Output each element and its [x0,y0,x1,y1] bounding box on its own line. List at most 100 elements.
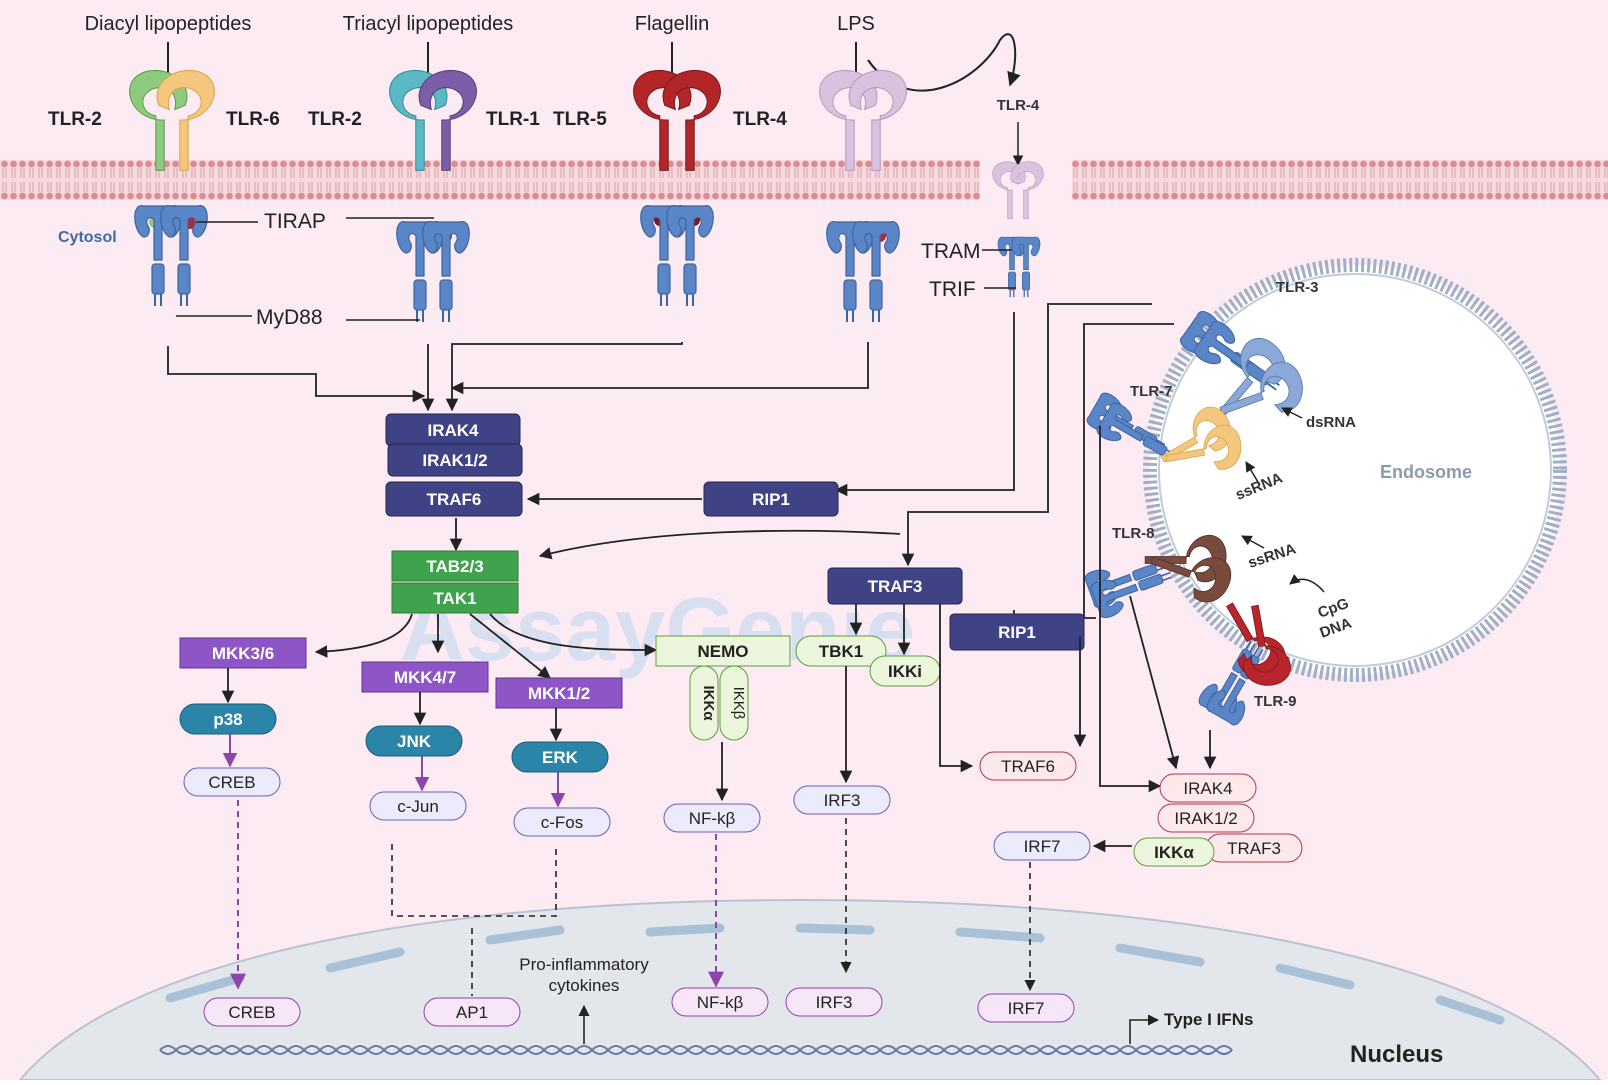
label-tlr4: TLR-4 [733,109,787,130]
traf3-branch-arrows [849,604,1087,773]
nuclear-irf7: IRF7 [977,993,1075,1023]
label-endosome: Endosome [1380,462,1472,482]
label-tlr8: TLR-8 [1112,525,1155,542]
svg-text:TRAF6: TRAF6 [1001,757,1055,776]
svg-text:RIP1: RIP1 [998,623,1036,642]
box-tak1: TAK1 [391,582,519,614]
svg-text:IRAK1/2: IRAK1/2 [422,451,487,470]
pill-irf3: IRF3 [793,785,891,815]
pill-ikka-right: IKKα [1133,837,1215,867]
label-type1-ifns: Type I IFNs [1164,1010,1253,1029]
pill-cfos: c-Fos [513,807,611,837]
ifn-arrow [1129,1014,1160,1044]
svg-text:ERK: ERK [542,748,579,767]
svg-text:IRF7: IRF7 [1024,837,1061,856]
nuclear-ap1: AP1 [423,997,521,1027]
trif-pathway-lines [538,303,1217,793]
purple-dashed-translocation [230,800,724,990]
pill-irak12-right: IRAK1/2 [1157,803,1255,833]
mkk-to-kinase-arrows [221,668,563,742]
plasma-membrane-left [0,160,980,200]
nuclear-pore-segments [165,923,1505,1025]
pill-traf3-right: TRAF3 [1205,833,1303,863]
svg-text:IKKβ: IKKβ [730,687,747,720]
kinase-to-tf-arrows [222,734,566,808]
label-cytosol: Cytosol [58,229,117,246]
tlr4-dimer [819,69,907,323]
box-irak12: IRAK1/2 [387,443,523,477]
svg-text:IRF3: IRF3 [824,791,861,810]
tlr2-tlr1-dimer [389,69,477,323]
nuclear-creb: CREB [203,997,301,1027]
label-tlr9: TLR-9 [1254,693,1297,710]
svg-text:TAB2/3: TAB2/3 [426,557,483,576]
tlr2-tlr6-dimer [129,69,215,307]
dna-strand-2 [159,1045,1233,1055]
tlr5-dimer [633,69,721,307]
svg-text:IRAK1/2: IRAK1/2 [1174,809,1237,828]
svg-text:IRAK4: IRAK4 [427,421,479,440]
label-tram: TRAM [921,240,981,263]
ligand-lps: LPS [837,13,875,35]
box-irak4: IRAK4 [385,413,521,447]
svg-text:TRAF3: TRAF3 [868,577,923,596]
myd88-convergence-arrows [167,342,869,412]
pill-traf6-right: TRAF6 [979,751,1077,781]
kinase-jnk: JNK [365,725,463,757]
box-mkk47: MKK4/7 [361,661,489,693]
tak1-branch-arrows [314,613,658,679]
pill-irf7: IRF7 [993,831,1091,861]
svg-text:IRF7: IRF7 [1008,999,1045,1018]
label-tlr1: TLR-1 [486,109,540,130]
svg-text:IKKα: IKKα [700,685,717,721]
label-tirap: TIRAP [264,210,326,233]
pill-nfkb: NF-kβ [663,803,761,833]
box-mkk12: MKK1/2 [495,677,623,709]
box-ikka-vertical: IKKα [689,665,719,741]
label-myd88: MyD88 [256,306,323,329]
svg-text:TBK1: TBK1 [819,642,863,661]
box-ikki: IKKi [869,655,941,687]
svg-text:NEMO: NEMO [698,642,749,661]
label-cytokines: cytokines [549,976,620,995]
label-nucleus: Nucleus [1350,1041,1443,1068]
svg-text:MKK4/7: MKK4/7 [394,668,456,687]
svg-text:c-Jun: c-Jun [397,797,439,816]
box-traf6: TRAF6 [385,481,523,517]
box-rip1: RIP1 [703,481,839,517]
label-tlr6: TLR-6 [226,109,280,130]
svg-text:p38: p38 [213,710,242,729]
svg-text:CREB: CREB [228,1003,275,1022]
ligand-diacyl-lipopeptides: Diacyl lipopeptides [85,13,252,35]
plasma-membrane-right [1072,160,1608,200]
nuclear-irf3: IRF3 [785,987,883,1017]
svg-text:AP1: AP1 [456,1003,488,1022]
svg-text:IRF3: IRF3 [816,993,853,1012]
label-tlr4-endocytosed: TLR-4 [997,97,1040,114]
svg-text:NF-kβ: NF-kβ [697,993,744,1012]
label-tlr7: TLR-7 [1130,383,1173,400]
ap1-dashed-lines [391,818,1036,996]
svg-text:IKKi: IKKi [888,662,922,681]
svg-text:TAK1: TAK1 [433,589,476,608]
box-nemo: NEMO [655,635,791,667]
pill-cjun: c-Jun [369,791,467,821]
box-ikkb-vertical: IKKβ [719,665,749,741]
dna-strand-1 [159,1045,1233,1055]
pill-irak4-right: IRAK4 [1159,773,1257,803]
nuclear-nfkb: NF-kβ [671,987,769,1017]
svg-text:IRAK4: IRAK4 [1183,779,1232,798]
label-tlr2-b: TLR-2 [308,109,362,130]
box-tbk1: TBK1 [795,635,887,667]
label-tlr5: TLR-5 [553,109,607,130]
label-tlr3: TLR-3 [1276,279,1319,296]
kinase-p38: p38 [179,703,277,735]
svg-text:TRAF3: TRAF3 [1227,839,1281,858]
box-rip1-lower: RIP1 [949,613,1085,651]
box-traf3: TRAF3 [827,567,963,605]
svg-text:TRAF6: TRAF6 [427,490,482,509]
label-trif: TRIF [929,278,976,301]
pill-creb: CREB [183,767,281,797]
